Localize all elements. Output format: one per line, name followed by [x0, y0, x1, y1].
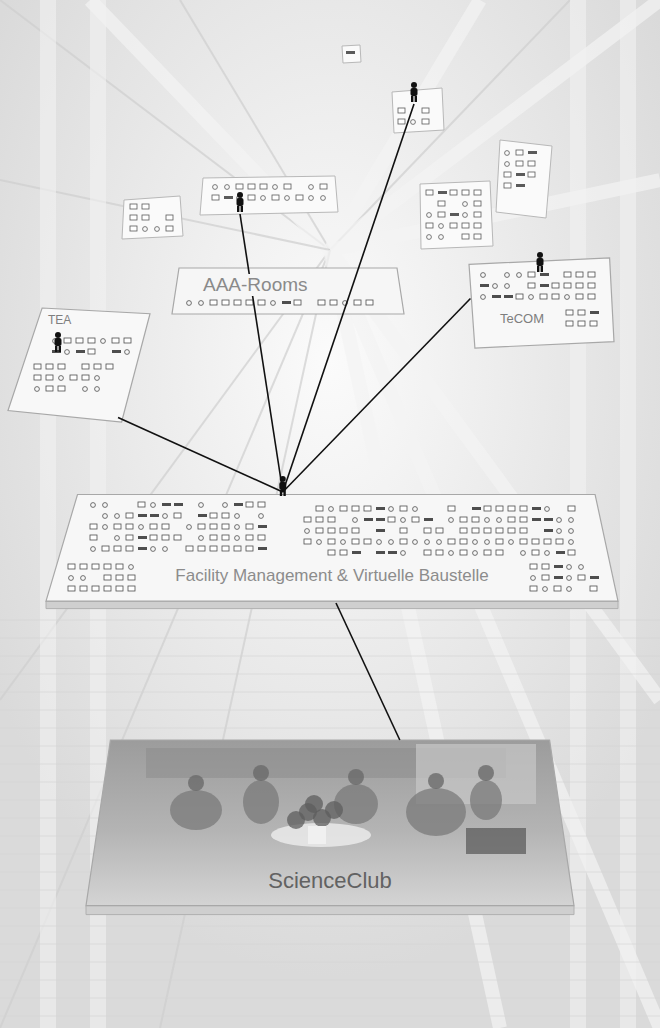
photo-scene: [146, 744, 536, 854]
floor-plan-furniture: [68, 502, 599, 591]
connector-line: [283, 299, 471, 493]
floor-plan-furniture: [480, 272, 599, 326]
floor-plane: Facility Management & Virtuelle Baustell…: [46, 492, 618, 616]
plane-label: AAA-Rooms: [200, 274, 311, 296]
floor-plane-icons: [122, 45, 552, 249]
plane-label: TeCOM: [500, 312, 544, 327]
floor-plane: ScienceClub: [86, 740, 574, 920]
connector-line: [336, 603, 400, 740]
plane-label: ScienceClub: [268, 868, 392, 893]
plane-label: TEA: [48, 314, 71, 328]
floor-plan-furniture: [187, 300, 373, 305]
connector-line: [118, 417, 283, 492]
floor-plane: AAA-Rooms: [172, 268, 404, 314]
floor-plane: TeCOM: [466, 258, 614, 348]
plane-label: Facility Management & Virtuelle Baustell…: [175, 566, 488, 586]
plane-outline: [466, 258, 614, 348]
avatar-figures: [55, 82, 544, 496]
plane-outline: [46, 492, 618, 616]
floor-plane: TEA: [8, 308, 150, 422]
plane-outline: [8, 308, 150, 422]
floor-plan-furniture: [34, 338, 131, 391]
avatar-links: [240, 104, 414, 492]
